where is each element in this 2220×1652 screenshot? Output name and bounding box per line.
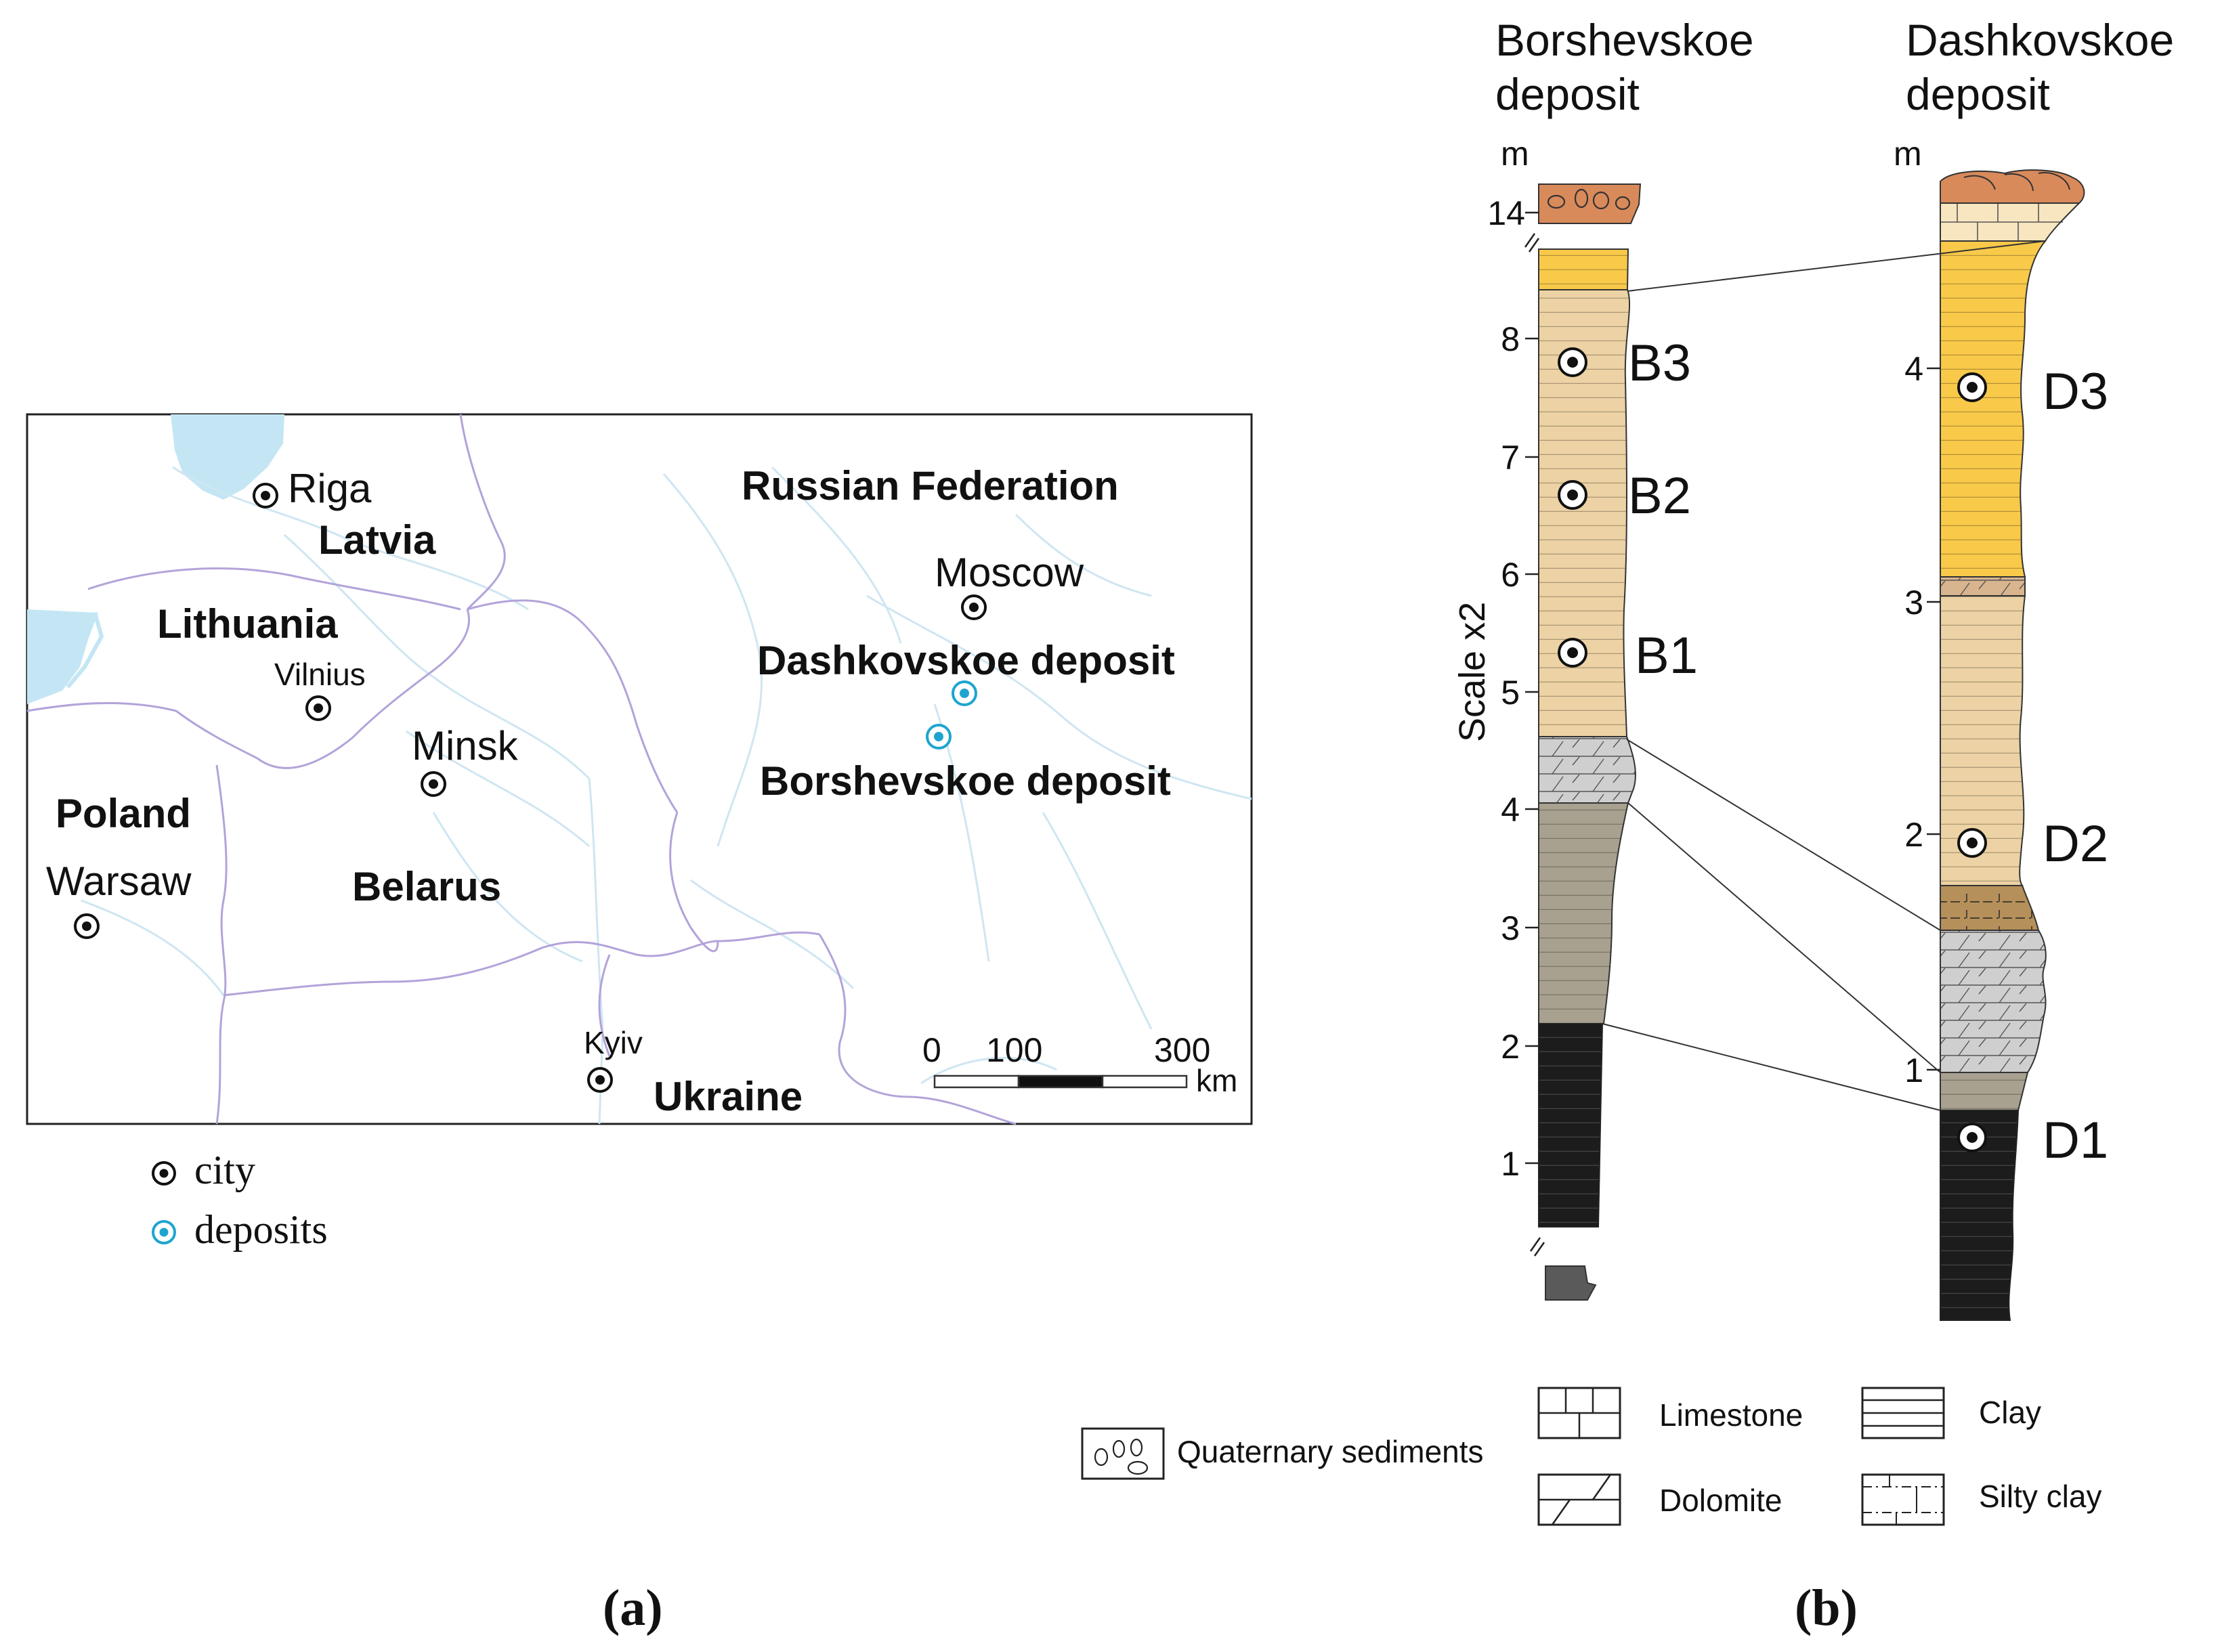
deposit-label-borshevskoe: Borshevskoe deposit [760, 758, 1171, 804]
b-tick-14: 14 [1487, 194, 1525, 232]
legend-limestone: Limestone [1537, 1387, 1803, 1439]
city-riga: Riga [253, 466, 372, 511]
borshevskoe-title-line1: Borshevskoe [1495, 15, 1754, 65]
dashkovskoe-title-line2: deposit [1906, 69, 2050, 119]
d-tick-3: 3 [1904, 584, 1923, 622]
dashkovskoe-column: D3 D2 D1 [1940, 169, 2108, 1321]
country-label-ukraine: Ukraine [654, 1074, 803, 1119]
b-sample-b1: B1 [1558, 627, 1698, 684]
d-tick-1: 1 [1904, 1051, 1923, 1089]
d-sample-d2: D2 [1957, 815, 2108, 873]
legend-clay: Clay [1861, 1387, 2041, 1439]
sample-label-b1: B1 [1635, 627, 1698, 684]
dashkovskoe-axis: m 4 3 2 1 [1894, 135, 1940, 1089]
sample-label-d2: D2 [2043, 815, 2108, 873]
baltic-coast [66, 612, 104, 689]
panel-a-label: (a) [603, 1580, 663, 1636]
scale-tick-0: 0 [922, 1031, 941, 1069]
map-legend: city deposits [152, 1148, 328, 1252]
deposit-markers: Dashkovskoe deposit Borshevskoe deposit [757, 638, 1175, 804]
panel-b-label: (b) [1795, 1580, 1858, 1636]
axis-title-scale: Scale x2 [1452, 602, 1493, 742]
country-label-lithuania: Lithuania [157, 601, 338, 647]
sample-label-d3: D3 [2043, 363, 2108, 420]
deposit-borshevskoe: Borshevskoe deposit [760, 724, 1171, 804]
city-moscow: Moscow [935, 550, 1084, 620]
d-tick-2: 2 [1904, 816, 1923, 854]
legend-silty-clay: Silty clay [1861, 1473, 2101, 1526]
d-tick-4: 4 [1904, 350, 1923, 388]
columns-panel: Borshevskoe deposit Dashkovskoe deposit [1452, 15, 2174, 1321]
borshevskoe-unit: m [1501, 135, 1529, 173]
legend-quaternary-label: Quaternary sediments [1177, 1434, 1484, 1469]
city-warsaw: Warsaw [46, 858, 192, 939]
city-markers: Riga Vilnius Minsk Warsaw Moscow [46, 466, 1084, 1093]
legend-clay-label: Clay [1979, 1395, 2041, 1430]
map-frame [26, 413, 1253, 1125]
d-sample-d1: D1 [1957, 1112, 2108, 1169]
legend-quaternary: Quaternary sediments [1081, 1427, 1484, 1480]
b-tick-4: 4 [1501, 791, 1520, 829]
legend-city-label: city [194, 1148, 255, 1192]
correlation-lines [1602, 240, 2046, 1111]
country-label-poland: Poland [56, 791, 191, 836]
map-panel: Latvia Lithuania Poland Belarus Ukraine … [26, 413, 1253, 1125]
scale-unit: km [1196, 1063, 1237, 1098]
rivers [81, 466, 1252, 1125]
scale-tick-100: 100 [986, 1031, 1042, 1069]
city-kyiv: Kyiv [584, 1025, 643, 1093]
b-tick-1: 1 [1501, 1145, 1520, 1183]
city-label-kyiv: Kyiv [584, 1025, 643, 1060]
lithology-legend: Quaternary sediments Limestone Dolomite … [1081, 1387, 2101, 1526]
b-tick-8: 8 [1501, 320, 1520, 358]
deposit-label-dashkovskoe: Dashkovskoe deposit [757, 638, 1175, 683]
b-tick-3: 3 [1501, 909, 1520, 947]
b-tick-2: 2 [1501, 1028, 1520, 1066]
borshevskoe-axis: m 14 8 7 6 5 4 3 2 1 [1452, 135, 1539, 1183]
country-label-belarus: Belarus [352, 864, 501, 909]
city-vilnius: Vilnius [274, 657, 366, 721]
country-label-russia: Russian Federation [742, 463, 1119, 508]
d-sample-d3: D3 [1957, 363, 2108, 420]
borshevskoe-title-line2: deposit [1495, 69, 1640, 119]
legend-silty-clay-label: Silty clay [1979, 1479, 2101, 1514]
b-tick-5: 5 [1501, 674, 1520, 712]
city-label-minsk: Minsk [412, 723, 519, 768]
legend-dolomite-label: Dolomite [1659, 1483, 1783, 1518]
b-sample-b3: B3 [1558, 334, 1691, 392]
b-sample-b2: B2 [1558, 467, 1691, 525]
country-labels: Latvia Lithuania Poland Belarus Ukraine … [56, 463, 1119, 1119]
country-label-latvia: Latvia [318, 517, 436, 563]
b-layer-bottom-block [1545, 1265, 1597, 1301]
sample-label-d1: D1 [2043, 1112, 2108, 1169]
city-label-riga: Riga [288, 466, 372, 511]
borshevskoe-column: B3 B2 B1 [1524, 183, 1698, 1301]
scale-bar: 0 100 300 km [922, 1031, 1237, 1098]
city-label-warsaw: Warsaw [46, 858, 192, 904]
sample-label-b3: B3 [1628, 334, 1691, 392]
city-minsk: Minsk [412, 723, 519, 797]
sample-label-b2: B2 [1628, 467, 1691, 525]
legend-dolomite: Dolomite [1537, 1473, 1783, 1526]
b-layer-quaternary [1538, 183, 1642, 224]
b-tick-6: 6 [1501, 556, 1520, 594]
city-label-moscow: Moscow [935, 550, 1084, 595]
legend-deposits-label: deposits [194, 1207, 328, 1252]
country-borders [26, 414, 1017, 1125]
gulf-of-riga [171, 414, 284, 500]
city-label-vilnius: Vilnius [274, 657, 366, 692]
baltic-sea [27, 609, 98, 704]
legend-limestone-label: Limestone [1659, 1397, 1803, 1433]
dashkovskoe-title-line1: Dashkovskoe [1906, 15, 2174, 65]
scale-tick-300: 300 [1154, 1031, 1210, 1069]
dashkovskoe-unit: m [1894, 135, 1922, 173]
d-layer-quaternary [1940, 169, 2085, 204]
deposit-dashkovskoe: Dashkovskoe deposit [757, 638, 1175, 706]
b-tick-7: 7 [1501, 439, 1520, 477]
